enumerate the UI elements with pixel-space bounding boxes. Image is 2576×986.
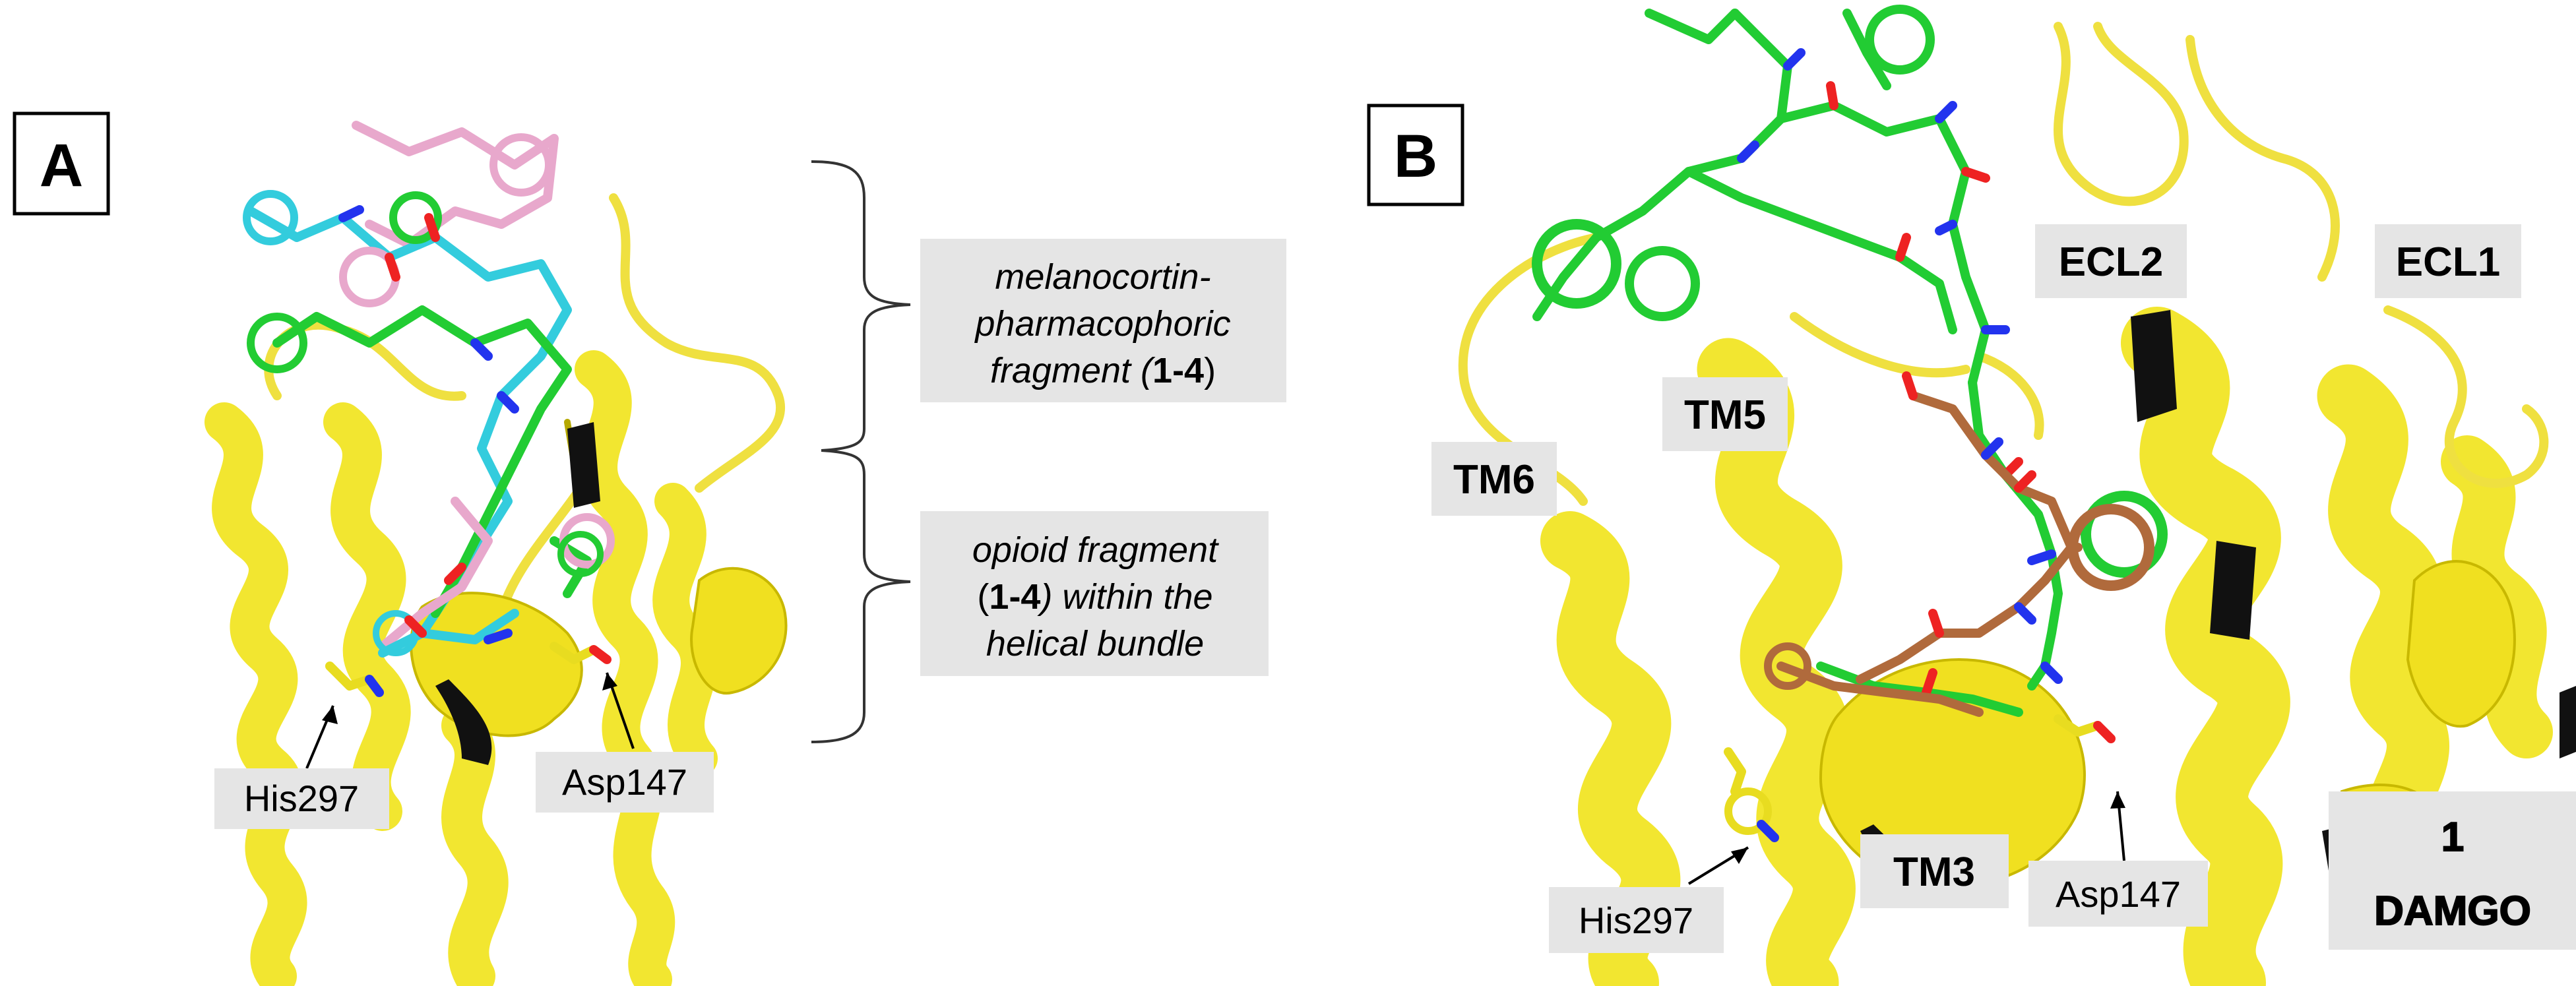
melanocortin-line1: melanocortin-	[995, 257, 1210, 297]
melanocortin-line3-bold: 1-4	[1152, 351, 1204, 390]
panel-a-protein-helices	[204, 193, 788, 986]
legend-damgo-label: DAMGO	[2374, 888, 2531, 934]
opioid-line2-bold: 1-4	[989, 577, 1040, 617]
panel-a-asp147-label: Asp147	[562, 761, 687, 803]
panel-a-asp147-callout: Asp147	[536, 672, 714, 813]
panel-a-letter: A	[40, 132, 83, 199]
opioid-line2: (1-4) within the	[977, 577, 1212, 617]
opioid-line2-pre: (	[977, 577, 989, 617]
panel-b-ligand-damgo	[1764, 371, 2154, 717]
melanocortin-line3-pre: fragment (	[990, 351, 1156, 390]
ecl2-text: ECL2	[2059, 239, 2163, 285]
panel-b-protein-helices	[1459, 22, 2576, 986]
tm6-text: TM6	[1453, 457, 1535, 503]
tm5-text: TM5	[1684, 392, 1766, 438]
panel-a-residue-sidechains	[325, 642, 612, 697]
panel-b-asp147-callout: Asp147	[2028, 791, 2208, 927]
panel-b-his297-callout: His297	[1549, 846, 1749, 953]
panel-a-his297-label: His297	[244, 778, 359, 819]
panel-b-letter: B	[1394, 123, 1437, 190]
panel-a-letter-box: A	[13, 111, 110, 216]
panel-b-his297-label: His297	[1579, 900, 1693, 941]
panel-a-brace	[811, 160, 911, 743]
panel-b: B	[1367, 5, 2576, 986]
melanocortin-line3: fragment (1-4)	[990, 351, 1216, 390]
panel-a-melanocortin-fragment-box: melanocortin- pharmacophoric fragment (1…	[920, 239, 1286, 402]
melanocortin-line2: pharmacophoric	[974, 304, 1230, 344]
panel-a-his297-callout: His297	[214, 705, 389, 829]
panel-b-residue-sidechains	[1724, 714, 2116, 842]
legend-compound-label: 1	[2441, 815, 2464, 860]
panel-b-ecl2-label: ECL2	[2035, 224, 2187, 298]
panel-b-tm3-label: TM3	[1860, 834, 2009, 908]
panel-b-letter-box: B	[1367, 104, 1464, 206]
panel-b-asp147-label: Asp147	[2056, 873, 2181, 915]
opioid-line2-post: ) within the	[1036, 577, 1212, 617]
opioid-line1: opioid fragment	[972, 530, 1219, 570]
opioid-line3: helical bundle	[986, 624, 1204, 663]
tm3-text: TM3	[1893, 849, 1975, 895]
panel-a-opioid-fragment-box: opioid fragment (1-4) within the helical…	[920, 511, 1269, 676]
ecl1-text: ECL1	[2396, 239, 2500, 285]
panel-a: A	[13, 111, 1286, 986]
melanocortin-line3-post: )	[1204, 351, 1216, 390]
panel-b-legend: 1 DAMGO	[2329, 791, 2576, 950]
panel-b-tm5-label: TM5	[1662, 377, 1788, 451]
panel-a-ligand-overlay	[243, 121, 615, 658]
panel-b-ligand-compound-1	[1532, 5, 2168, 717]
panel-b-tm6-label: TM6	[1431, 442, 1557, 516]
panel-b-ecl1-label: ECL1	[2375, 224, 2521, 298]
